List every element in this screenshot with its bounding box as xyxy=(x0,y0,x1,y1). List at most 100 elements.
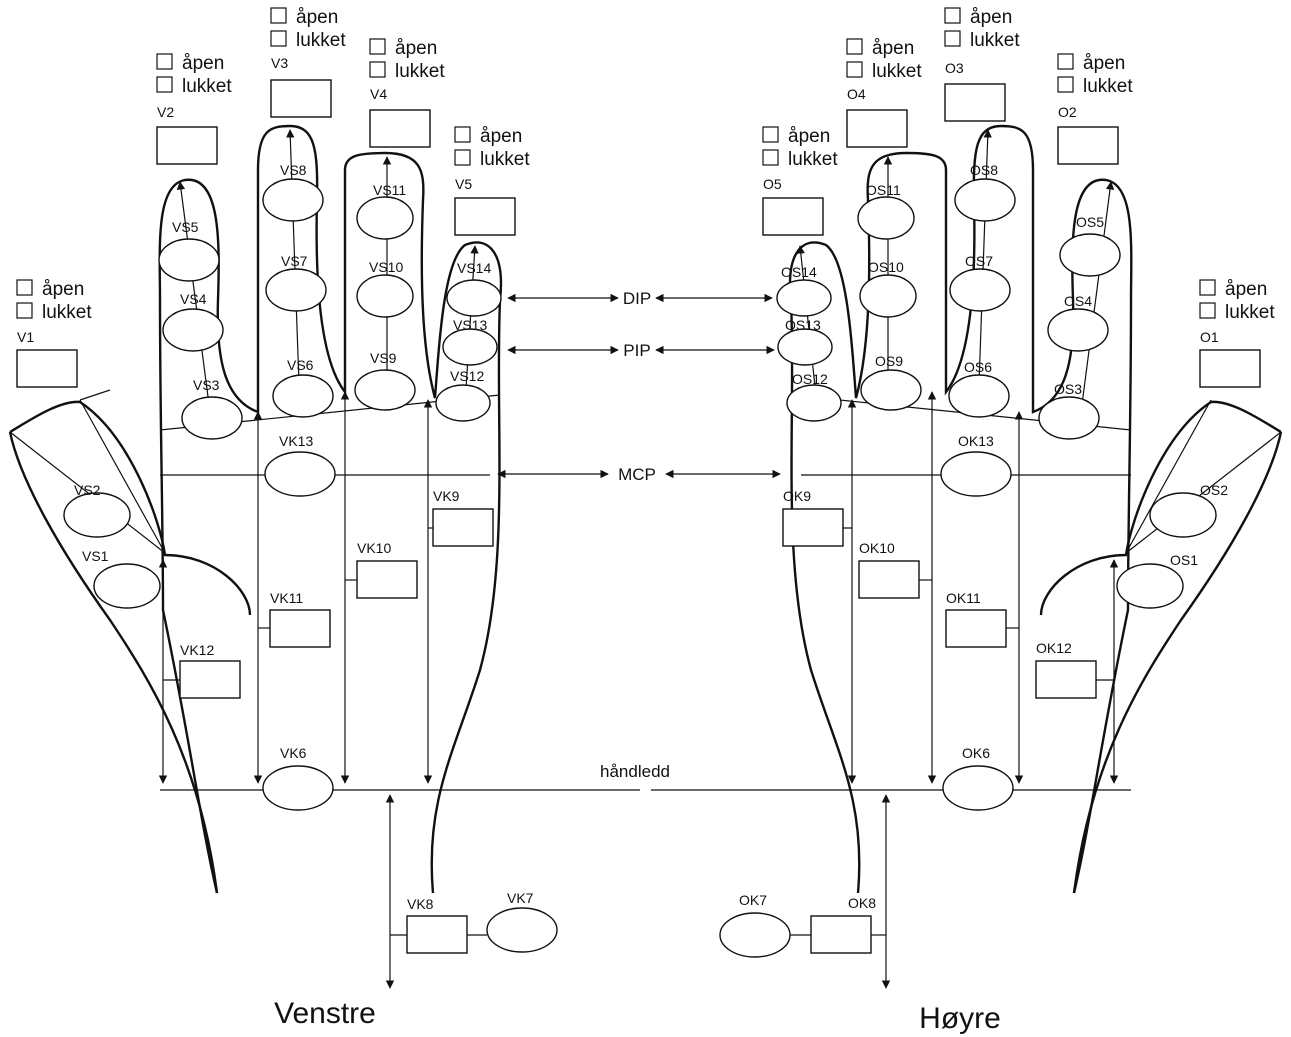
joint-OK11[interactable] xyxy=(946,610,1006,647)
finger-V1[interactable] xyxy=(17,350,77,387)
joint-OS5[interactable] xyxy=(1060,234,1120,276)
checkbox-V2-open[interactable] xyxy=(157,54,172,69)
label-VS3: VS3 xyxy=(193,377,220,393)
joint-OK9[interactable] xyxy=(783,509,843,546)
joint-OS2[interactable] xyxy=(1150,493,1216,537)
finger-O1[interactable] xyxy=(1200,350,1260,387)
checkbox-V3-open[interactable] xyxy=(271,8,286,23)
checkbox-V1-open[interactable] xyxy=(17,280,32,295)
joint-OS7[interactable] xyxy=(950,269,1010,311)
joint-VS14[interactable] xyxy=(447,280,501,316)
finger-V2[interactable] xyxy=(157,127,217,164)
checkbox-O3-open[interactable] xyxy=(945,8,960,23)
joint-OS3[interactable] xyxy=(1039,397,1099,439)
checkbox-O2-open[interactable] xyxy=(1058,54,1073,69)
joint-OK13[interactable] xyxy=(941,452,1011,496)
joint-OS13[interactable] xyxy=(778,329,832,365)
checkbox-O5-closed[interactable] xyxy=(763,150,778,165)
joint-OS4[interactable] xyxy=(1048,309,1108,351)
joint-VK13[interactable] xyxy=(265,452,335,496)
joint-VS7[interactable] xyxy=(266,269,326,311)
label-OS11: OS11 xyxy=(866,182,901,198)
joint-OS8[interactable] xyxy=(955,179,1015,221)
checkbox-O4-closed[interactable] xyxy=(847,62,862,77)
joint-OS11[interactable] xyxy=(858,197,914,239)
label-VK11: VK11 xyxy=(270,590,303,606)
finger-O4[interactable] xyxy=(847,110,907,147)
joint-VS9[interactable] xyxy=(355,370,415,410)
joint-OK8[interactable] xyxy=(811,916,871,953)
joint-VS10[interactable] xyxy=(357,275,413,317)
level-dip: DIP xyxy=(623,289,651,308)
joint-VK12[interactable] xyxy=(180,661,240,698)
label-OS7: OS7 xyxy=(965,253,993,269)
joint-VK8[interactable] xyxy=(407,916,467,953)
checkbox-O5-open[interactable] xyxy=(763,127,778,142)
label-OS6: OS6 xyxy=(964,359,992,375)
options-V5: åpen lukket xyxy=(455,126,530,170)
joint-VK7[interactable] xyxy=(487,908,557,952)
checkbox-V4-open[interactable] xyxy=(370,39,385,54)
joint-OS1[interactable] xyxy=(1117,564,1183,608)
checkbox-O3-closed[interactable] xyxy=(945,31,960,46)
hand-title-right: Høyre xyxy=(919,1002,1001,1035)
joint-OS12[interactable] xyxy=(787,385,841,421)
joint-VS2[interactable] xyxy=(64,493,130,537)
joint-VK10[interactable] xyxy=(357,561,417,598)
checkbox-O4-open[interactable] xyxy=(847,39,862,54)
label-O2: O2 xyxy=(1058,104,1077,120)
label-V4: V4 xyxy=(370,86,387,102)
level-mcp: MCP xyxy=(618,465,656,484)
joint-OK12[interactable] xyxy=(1036,661,1096,698)
joint-OS14[interactable] xyxy=(777,280,831,316)
level-wrist: håndledd xyxy=(600,762,670,781)
left-thumb-guide-3 xyxy=(80,390,110,400)
option-O4-closed: lukket xyxy=(872,61,922,82)
option-V4-closed: lukket xyxy=(395,61,445,82)
finger-O2[interactable] xyxy=(1058,127,1118,164)
joint-OS9[interactable] xyxy=(861,370,921,410)
joint-OK6[interactable] xyxy=(943,766,1013,810)
checkbox-V2-closed[interactable] xyxy=(157,77,172,92)
label-OK11: OK11 xyxy=(946,590,981,606)
label-O1: O1 xyxy=(1200,329,1219,345)
checkbox-V3-closed[interactable] xyxy=(271,31,286,46)
label-VS4: VS4 xyxy=(180,291,207,307)
joint-VS4[interactable] xyxy=(163,309,223,351)
checkbox-O2-closed[interactable] xyxy=(1058,77,1073,92)
label-VS1: VS1 xyxy=(82,548,109,564)
joint-VS1[interactable] xyxy=(94,564,160,608)
hand-title-left: Venstre xyxy=(274,997,376,1030)
options-O1: åpen lukket xyxy=(1200,279,1275,323)
option-V3-closed: lukket xyxy=(296,30,346,51)
joint-VS8[interactable] xyxy=(263,179,323,221)
joint-VK11[interactable] xyxy=(270,610,330,647)
checkbox-V4-closed[interactable] xyxy=(370,62,385,77)
label-OK12: OK12 xyxy=(1036,640,1072,656)
finger-O3[interactable] xyxy=(945,84,1005,121)
checkbox-V5-open[interactable] xyxy=(455,127,470,142)
option-V4-open: åpen xyxy=(395,38,437,59)
joint-VS13[interactable] xyxy=(443,329,497,365)
joint-VS5[interactable] xyxy=(159,239,219,281)
option-O1-closed: lukket xyxy=(1225,302,1275,323)
joint-OK10[interactable] xyxy=(859,561,919,598)
checkbox-V1-closed[interactable] xyxy=(17,303,32,318)
joint-OS6[interactable] xyxy=(949,375,1009,417)
joint-OS10[interactable] xyxy=(860,275,916,317)
joint-VS11[interactable] xyxy=(357,197,413,239)
finger-V4[interactable] xyxy=(370,110,430,147)
joint-VS3[interactable] xyxy=(182,397,242,439)
option-V1-closed: lukket xyxy=(42,302,92,323)
joint-VK6[interactable] xyxy=(263,766,333,810)
finger-V3[interactable] xyxy=(271,80,331,117)
joint-VS12[interactable] xyxy=(436,385,490,421)
joint-OK7[interactable] xyxy=(720,913,790,957)
joint-VK9[interactable] xyxy=(433,509,493,546)
joint-VS6[interactable] xyxy=(273,375,333,417)
checkbox-V5-closed[interactable] xyxy=(455,150,470,165)
finger-V5[interactable] xyxy=(455,198,515,235)
finger-O5[interactable] xyxy=(763,198,823,235)
checkbox-O1-closed[interactable] xyxy=(1200,303,1215,318)
checkbox-O1-open[interactable] xyxy=(1200,280,1215,295)
